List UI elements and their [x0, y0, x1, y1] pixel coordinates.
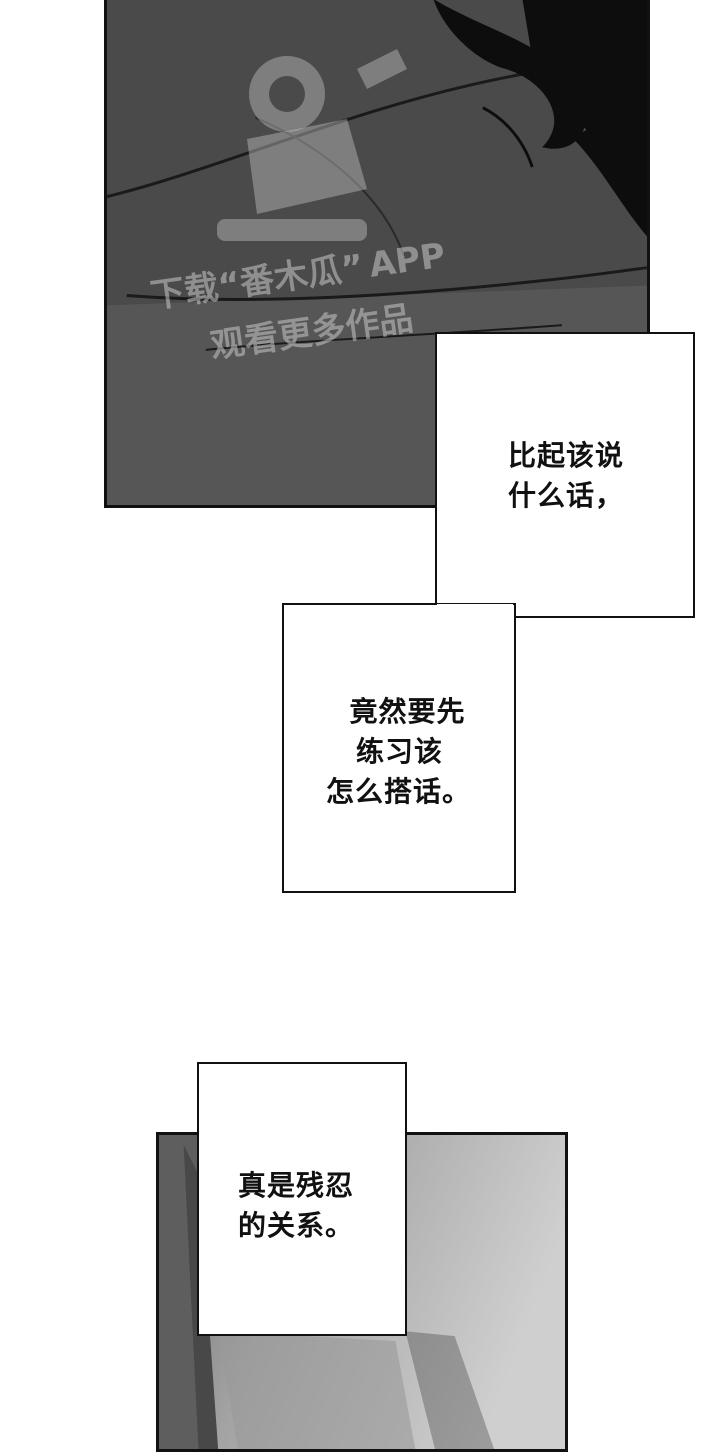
caption-2-line-2: 练习该 [356, 735, 444, 768]
caption-box-1 [435, 332, 695, 618]
caption-3-line-2: 的关系。 [238, 1209, 355, 1242]
caption-text-2: 竟然要先 练习该 怎么搭话。 [326, 692, 471, 812]
box-join-mask [437, 604, 513, 618]
caption-1-line-2: 什么话， [508, 479, 625, 512]
caption-box-3 [197, 1062, 407, 1336]
caption-2-line-1: 竟然要先 [349, 695, 466, 728]
caption-text-1: 比起该说 什么话， [508, 436, 624, 516]
caption-box-2 [282, 603, 516, 893]
caption-3-line-1: 真是残忍 [238, 1169, 355, 1202]
caption-1-line-1: 比起该说 [508, 439, 625, 472]
caption-2-line-3: 怎么搭话。 [326, 775, 472, 808]
caption-text-3: 真是残忍 的关系。 [238, 1166, 354, 1246]
